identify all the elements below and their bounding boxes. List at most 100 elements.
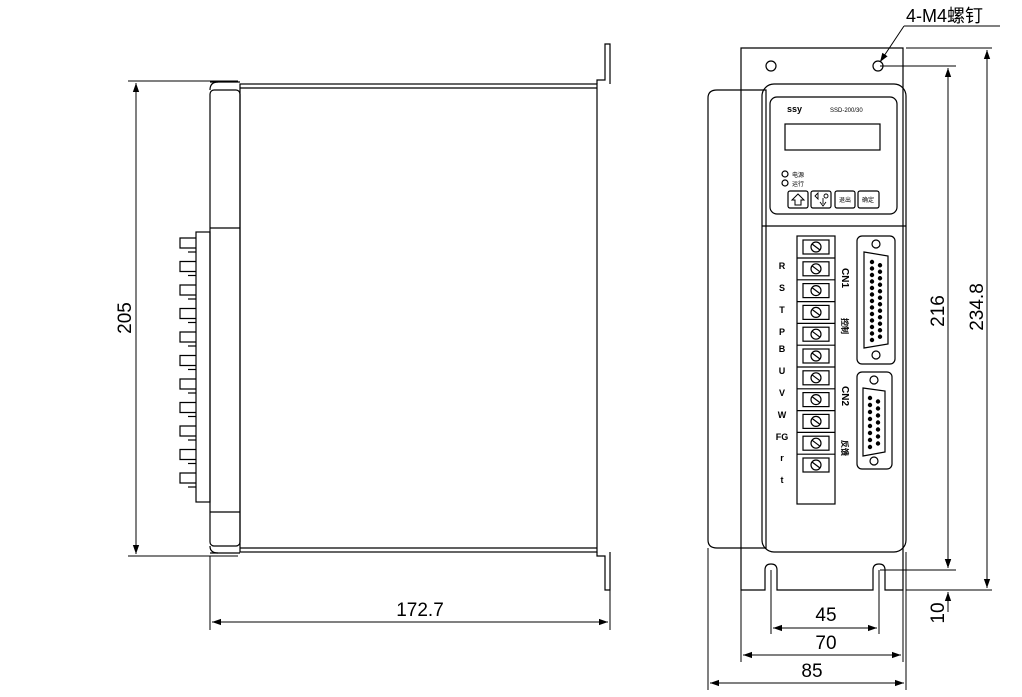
side-front-bezel bbox=[209, 89, 241, 547]
screw-callout bbox=[879, 25, 1000, 63]
connector-pin bbox=[875, 406, 881, 411]
side-terminal-strip bbox=[179, 231, 211, 503]
terminal-screw bbox=[810, 306, 822, 318]
screw-callout-label: 4-M4螺钉 bbox=[906, 6, 983, 26]
key-confirm bbox=[857, 190, 880, 209]
terminal-slot bbox=[802, 413, 830, 429]
connector-pin bbox=[875, 441, 881, 446]
connector-pin bbox=[875, 434, 881, 439]
connector-pin bbox=[869, 285, 875, 291]
terminal-label-b: B bbox=[779, 344, 786, 354]
front-panel bbox=[761, 83, 907, 553]
terminal-screw bbox=[810, 459, 822, 471]
dim-45-label: 45 bbox=[815, 605, 836, 626]
cn1-screw-bottom bbox=[871, 350, 881, 360]
side-terminal-lug bbox=[179, 237, 196, 249]
dim-85-label: 85 bbox=[801, 661, 822, 682]
terminal-label-t-small: t bbox=[781, 475, 784, 485]
connector-pin bbox=[877, 295, 883, 300]
led-run-label: 运行 bbox=[792, 180, 804, 188]
connector-pin bbox=[877, 328, 883, 333]
cn1-screw-top bbox=[871, 239, 881, 249]
terminal-label-r-small: r bbox=[780, 453, 784, 463]
terminal-screw-slot bbox=[811, 374, 821, 382]
terminal-slot bbox=[802, 304, 830, 320]
terminal-label-v: V bbox=[779, 388, 785, 398]
terminal-label-fg: FG bbox=[776, 432, 789, 442]
connector-pin bbox=[869, 298, 875, 304]
connector-pin bbox=[869, 318, 875, 323]
connector-pin bbox=[877, 315, 883, 320]
connector-pin bbox=[869, 279, 875, 284]
terminal-slot bbox=[802, 435, 830, 451]
side-terminal-lug bbox=[179, 331, 196, 343]
connector-pin bbox=[867, 437, 873, 443]
terminal-screw-slot bbox=[811, 265, 821, 273]
up-arrow-icon bbox=[790, 193, 806, 206]
terminal-slot bbox=[802, 261, 830, 277]
connector-pin bbox=[877, 269, 883, 274]
terminal-screw bbox=[810, 350, 822, 362]
connector-pin bbox=[869, 272, 875, 278]
terminal-slot bbox=[802, 239, 830, 255]
connector-pin bbox=[875, 427, 881, 432]
terminal-screw bbox=[810, 394, 822, 406]
front-side-housing bbox=[707, 89, 767, 549]
cn1-shell bbox=[856, 235, 896, 365]
key-up bbox=[787, 190, 809, 209]
connector-pin bbox=[867, 409, 873, 415]
side-view bbox=[179, 43, 611, 591]
key-exit bbox=[834, 190, 856, 209]
side-body bbox=[239, 83, 598, 553]
side-bracket-bottom bbox=[596, 552, 611, 591]
connector-pin bbox=[867, 423, 873, 429]
terminal-screw-slot bbox=[811, 352, 821, 360]
cn2-screw-top bbox=[869, 375, 879, 385]
side-terminal-lug bbox=[179, 354, 196, 367]
brand-logo: ssy bbox=[787, 104, 802, 114]
dim-205-label: 205 bbox=[115, 302, 136, 334]
terminal-screw-slot bbox=[811, 461, 821, 469]
led-power bbox=[781, 170, 789, 178]
connector-pin bbox=[877, 321, 883, 326]
terminal-slot bbox=[802, 348, 830, 364]
connector-pin bbox=[869, 266, 875, 271]
terminal-screw-slot bbox=[811, 417, 821, 425]
model-label: SSD-200/30 bbox=[830, 108, 863, 114]
connector-pin bbox=[869, 337, 875, 343]
connector-pin bbox=[875, 420, 881, 425]
connector-pin bbox=[867, 395, 873, 401]
connector-pin bbox=[867, 430, 873, 436]
front-view bbox=[707, 47, 907, 591]
terminal-screw bbox=[810, 241, 822, 253]
connector-pin bbox=[877, 308, 883, 313]
side-terminal-lug bbox=[179, 472, 196, 484]
terminal-slot bbox=[802, 370, 830, 386]
side-terminal-lug bbox=[179, 448, 196, 461]
side-terminal-lug bbox=[179, 307, 196, 320]
terminal-screw bbox=[810, 415, 822, 427]
led-power-label: 电源 bbox=[792, 171, 804, 179]
terminal-label-u: U bbox=[779, 366, 786, 376]
terminal-label-r: R bbox=[779, 261, 786, 271]
front-dimensions bbox=[707, 47, 992, 690]
connector-pin bbox=[869, 259, 875, 265]
dim-10-label: 10 bbox=[928, 602, 949, 623]
terminal-screw bbox=[810, 285, 822, 297]
side-terminal-housing bbox=[195, 231, 211, 503]
cn2-shell bbox=[856, 371, 893, 470]
side-terminal-lug bbox=[179, 378, 196, 390]
key-shift bbox=[810, 190, 832, 209]
terminal-screw bbox=[810, 372, 822, 384]
terminal-block-frame bbox=[796, 235, 836, 505]
terminal-block bbox=[796, 235, 836, 505]
terminal-screw-slot bbox=[811, 330, 821, 338]
connector-pin bbox=[875, 413, 881, 418]
connector-pin bbox=[877, 334, 883, 339]
connector-pin bbox=[869, 324, 875, 330]
side-terminal-lug bbox=[179, 401, 196, 414]
terminal-label-s: S bbox=[779, 283, 785, 293]
cn2-dsub bbox=[862, 387, 886, 457]
terminal-labels: R S T P B U V W FG r t bbox=[776, 261, 789, 485]
